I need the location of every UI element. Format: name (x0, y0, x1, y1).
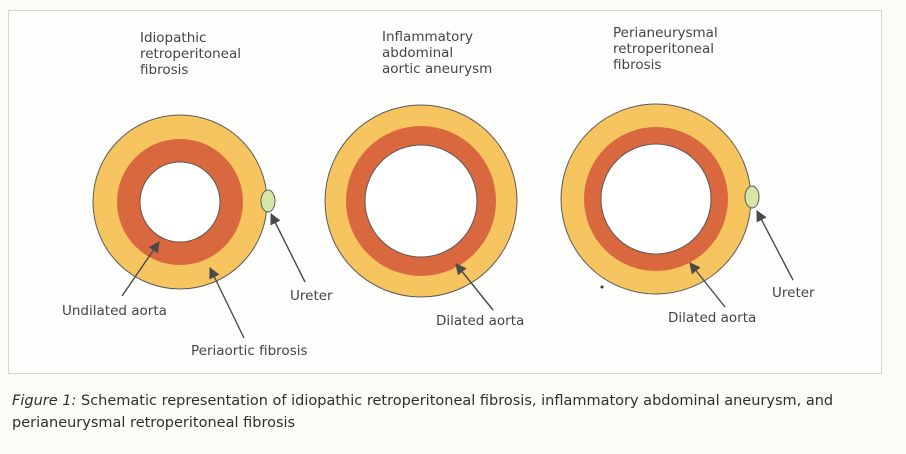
label-dilated-aorta-2: Dilated aorta (668, 310, 757, 326)
inflammatory-aaa-diagram (324, 104, 518, 311)
label-dilated-aorta-1: Dilated aorta (436, 313, 525, 329)
ureter-3 (744, 185, 760, 209)
panel-title-1: Idiopathic retroperitoneal fibrosis (140, 30, 241, 78)
figure-caption: Figure 1: Schematic representation of id… (12, 390, 892, 434)
perianeurysmal-rpf-diagram (560, 103, 794, 308)
aorta-lumen (139, 161, 221, 243)
aorta-lumen-2 (364, 144, 478, 258)
dilated-aorta-arrow-1 (455, 263, 494, 311)
label-periaortic-fibrosis: Periaortic fibrosis (191, 343, 308, 359)
figure-label: Figure 1: (12, 393, 77, 409)
ureter (260, 189, 276, 213)
dilated-aorta-arrow-2 (689, 262, 726, 308)
label-ureter-2: Ureter (772, 285, 815, 301)
label-undilated-aorta: Undilated aorta (62, 303, 167, 319)
ureter-arrow-2 (756, 210, 794, 281)
periaortic-fibrosis-arrow (209, 266, 245, 339)
aorta-lumen-3 (600, 143, 712, 255)
idiopathic-rpf-diagram (92, 114, 306, 339)
panel-title-3: Perianeurysmal retroperitoneal fibrosis (613, 25, 718, 73)
undilated-aorta-arrow (121, 241, 160, 297)
panel-title-2: Inflammatory abdominal aortic aneurysm (382, 29, 493, 77)
caption-text: Schematic representation of idiopathic r… (12, 393, 834, 431)
ureter-arrow-1 (270, 212, 306, 283)
label-ureter-1: Ureter (290, 288, 333, 304)
speck-mark (600, 285, 604, 289)
